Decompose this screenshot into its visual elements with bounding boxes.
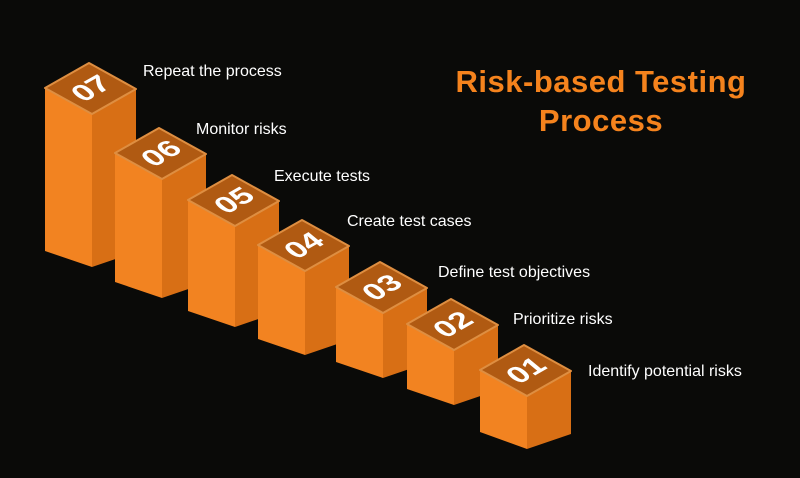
pillar-top-face xyxy=(187,174,280,227)
pillar-step-01: 01 xyxy=(479,344,572,449)
step-label-execute-tests: Execute tests xyxy=(274,168,371,185)
pillar-top-face xyxy=(257,219,350,272)
pillar-top-face xyxy=(44,62,137,115)
step-label-define-test-objectives: Define test objectives xyxy=(438,264,591,281)
step-label-prioritize-risks: Prioritize risks xyxy=(513,311,613,328)
pillar-front-face xyxy=(45,88,92,267)
pillar-top-face xyxy=(479,344,572,397)
pillar-step-04: 04 xyxy=(257,219,350,355)
pillar-front-face xyxy=(115,153,162,298)
pillar-top-face xyxy=(335,261,428,314)
pillar-top-face xyxy=(406,298,499,351)
pillar-front-face xyxy=(188,200,235,327)
pillar-front-face xyxy=(336,287,383,378)
pillar-top-face xyxy=(114,127,207,180)
step-label-create-test-cases: Create test cases xyxy=(347,213,472,230)
step-label-repeat-the-process: Repeat the process xyxy=(143,63,282,80)
pillar-step-06: 06 xyxy=(114,127,207,298)
page-title: Risk-based Testing Process xyxy=(455,64,747,138)
pillar-front-face xyxy=(258,245,305,355)
pillar-step-05: 05 xyxy=(187,174,280,327)
step-label-monitor-risks: Monitor risks xyxy=(196,121,287,138)
step-label-identify-potential-risks: Identify potential risks xyxy=(588,363,742,380)
